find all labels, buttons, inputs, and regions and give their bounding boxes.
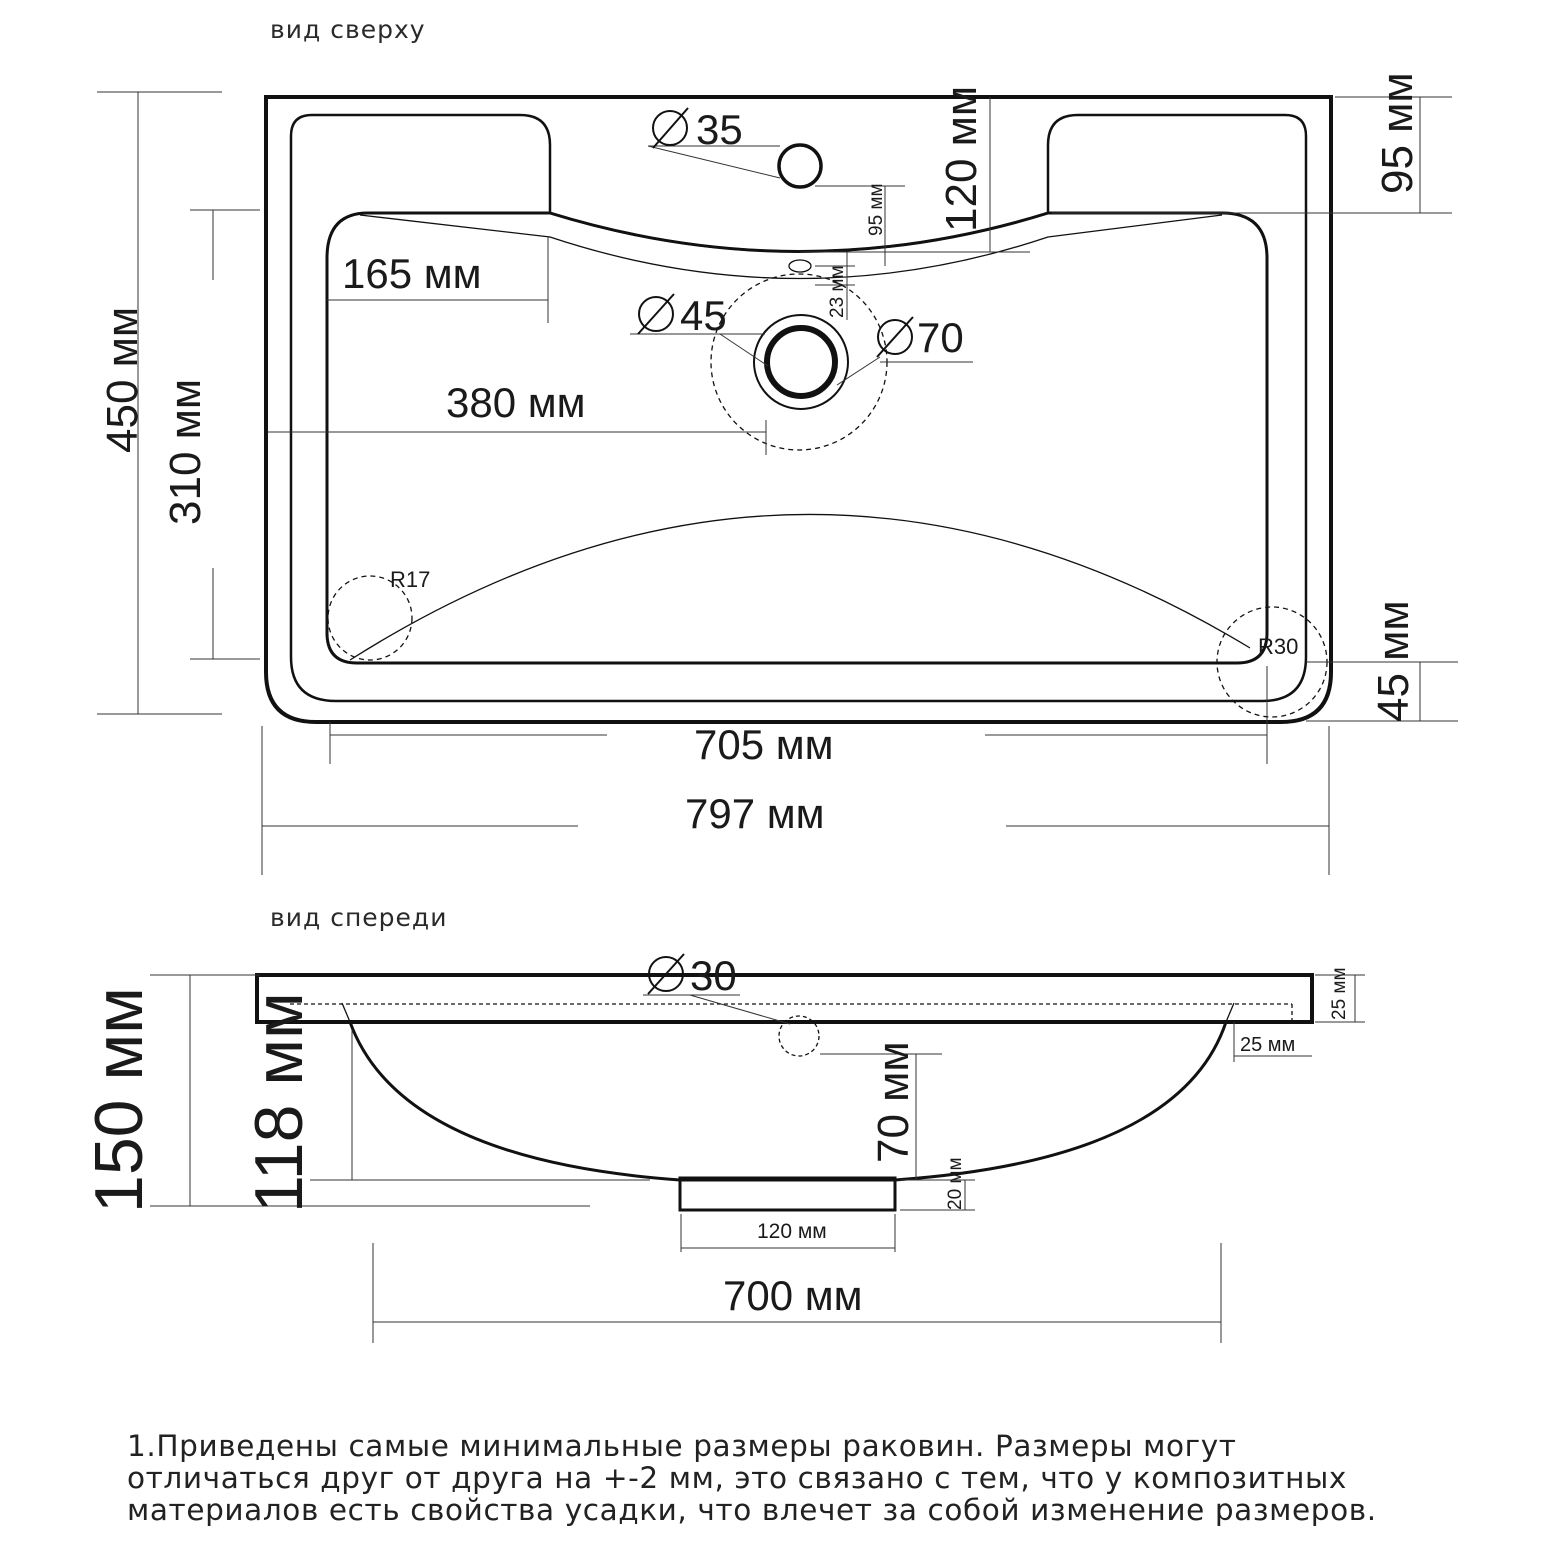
drain-outer-dashed-circle bbox=[710, 273, 888, 451]
dim-310mm: 310 мм bbox=[161, 379, 210, 525]
diameter-symbol-30-slash bbox=[647, 953, 685, 995]
diameter-symbol-45 bbox=[638, 296, 674, 332]
front-countertop-slab bbox=[255, 973, 1314, 1024]
dim-120mm-base: 120 мм bbox=[757, 1220, 827, 1243]
dim-165mm: 165 мм bbox=[342, 250, 482, 297]
dim-drain-70: 70 bbox=[917, 314, 964, 361]
dim-705mm: 705 мм bbox=[694, 721, 834, 768]
dim-380mm: 380 мм bbox=[446, 379, 586, 426]
top-outer-outline bbox=[264, 95, 1333, 724]
dim-23mm: 23 мм bbox=[827, 265, 848, 318]
dim-45mm-front: 45 мм bbox=[1369, 600, 1418, 722]
dim-70mm: 70 мм bbox=[869, 1041, 918, 1163]
note-line: 1.Приведены самые минимальные размеры ра… bbox=[127, 1429, 1237, 1463]
dim-front-hole-30: 30 bbox=[690, 952, 737, 999]
dim-faucet-hole-35: 35 bbox=[696, 106, 743, 153]
dim-rim-25mm: 25 мм bbox=[1329, 967, 1350, 1020]
note-line: материалов есть свойства усадки, что вле… bbox=[127, 1493, 1377, 1527]
dimensions-note: 1.Приведены самые минимальные размеры ра… bbox=[127, 1430, 1507, 1526]
dim-95mm-small: 95 мм bbox=[866, 183, 887, 236]
radius-r17-circle bbox=[327, 575, 413, 661]
dim-20mm: 20 мм bbox=[945, 1157, 966, 1210]
dim-150mm: 150 мм bbox=[81, 987, 157, 1213]
bowl-slope-line bbox=[359, 214, 1223, 280]
drain-hole-inner bbox=[764, 325, 838, 399]
diameter-symbol-35 bbox=[652, 110, 688, 146]
dim-118mm: 118 мм bbox=[241, 992, 317, 1213]
dim-95mm-edge: 95 мм bbox=[1373, 72, 1422, 194]
diameter-symbol-70 bbox=[877, 319, 913, 355]
top-view-title: вид сверху bbox=[270, 15, 426, 44]
dim-inset-25mm: 25 мм bbox=[1240, 1034, 1295, 1056]
dim-797mm: 797 мм bbox=[685, 790, 825, 837]
faucet-hole bbox=[777, 143, 823, 189]
dim-120mm: 120 мм bbox=[937, 86, 986, 232]
front-hole-dashed-circle bbox=[778, 1015, 820, 1057]
front-dimension-lines bbox=[150, 974, 1365, 1343]
front-view-title: вид спереди bbox=[270, 903, 447, 932]
note-line: отличаться друг от друга на +-2 мм, это … bbox=[127, 1461, 1347, 1495]
bowl-bottom-arc bbox=[349, 513, 1251, 661]
dim-radius-r30: R30 bbox=[1258, 634, 1298, 659]
dim-700mm: 700 мм bbox=[723, 1272, 863, 1319]
diameter-symbols bbox=[637, 107, 914, 358]
diameter-symbol-30 bbox=[648, 956, 684, 992]
dim-drain-45: 45 bbox=[680, 292, 727, 339]
overflow-slot bbox=[788, 259, 812, 273]
front-bowl-outline bbox=[348, 1021, 1228, 1182]
dim-radius-r17: R17 bbox=[390, 567, 430, 592]
front-bowl-bevel bbox=[341, 1002, 1235, 1023]
front-drain-base bbox=[678, 1176, 897, 1212]
dim-450mm: 450 мм bbox=[98, 307, 147, 453]
top-bowl-outline bbox=[325, 211, 1269, 665]
drain-hole-outer bbox=[753, 314, 849, 410]
